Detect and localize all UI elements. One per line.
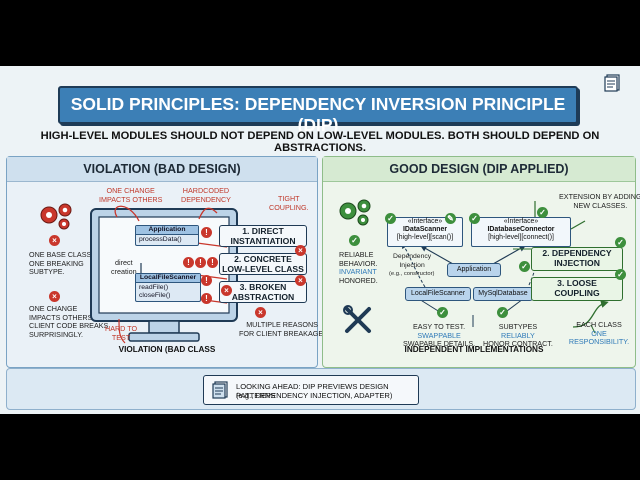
interface-idatabaseconnector: «Interface» IDatabaseConnector [high-lev…: [471, 217, 571, 247]
note-invariant: INVARIANT: [339, 267, 377, 276]
violation-title: VIOLATION (BAD DESIGN): [83, 162, 241, 176]
benefit-loose-coupling: 3. LOOSE COUPLING: [531, 277, 623, 301]
error-icon: ×: [295, 245, 306, 256]
check-icon: ✓: [469, 213, 480, 224]
wrench-icon: ✎: [445, 213, 456, 224]
note-subtypes: SUBTYPES RELIABLY HONOR CONTRACT.: [483, 322, 553, 349]
note-client-breaks: ONE CHANGE IMPACTS OTHERS. CLIENT CODE B…: [29, 304, 109, 339]
check-icon: ✓: [497, 307, 508, 318]
looking-ahead-strip: LOOKING AHEAD: DIP PREVIEWS DESIGN PATTE…: [6, 368, 636, 410]
note-hard-to-test: HARD TO TEST: [105, 324, 138, 342]
looking-ahead-line1: LOOKING AHEAD: DIP PREVIEWS DESIGN PATTE…: [236, 382, 389, 400]
scanner-class: LocalFileScanner readFile()closeFile(): [135, 273, 201, 302]
good-design-caption: INDEPENDENT IMPLEMENTATIONS: [404, 345, 544, 354]
problem-direct-instantiation: 1. DIRECT INSTANTIATION: [219, 225, 307, 247]
check-icon: ✓: [385, 213, 396, 224]
note-one-change: ONE CHANGE IMPACTS OTHERS: [99, 186, 163, 204]
violation-panel: VIOLATION (BAD DESIGN) × ONE BASE CLASS,…: [6, 156, 325, 368]
warning-icon: !: [183, 257, 194, 268]
warning-icon: !: [201, 275, 212, 286]
violation-header: VIOLATION (BAD DESIGN): [7, 157, 317, 182]
principle-statement: HIGH-LEVEL MODULES SHOULD NOT DEPEND ON …: [40, 130, 600, 154]
title-banner: SOLID PRINCIPLES: DEPENDENCY INVERSION P…: [58, 86, 578, 135]
application-class: Application processData(): [135, 225, 199, 246]
check-icon: ✓: [615, 269, 626, 280]
note-easy-to-test: EASY TO TEST. SWAPPABLE SWAPABLE DETAILS…: [403, 322, 476, 349]
localfilescanner-node: LocalFileScanner: [405, 287, 471, 301]
error-icon: ×: [221, 285, 232, 296]
check-icon: ✓: [615, 237, 626, 248]
mysqldatabase-node: MySqlDatabase: [473, 287, 533, 301]
error-icon: ×: [255, 307, 266, 318]
looking-ahead-line2: (e.g., DEPENDENCY INJECTION, ADAPTER): [236, 391, 393, 400]
problem-concrete-class: 2. CONCRETE LOW-LEVEL CLASS: [219, 253, 307, 275]
note-direct-creation: direct creation: [111, 258, 137, 276]
check-icon: ✓: [537, 207, 548, 218]
error-icon: ×: [49, 291, 60, 302]
check-icon: ✓: [349, 235, 360, 246]
problem-broken-abstraction: 3. BROKEN ABSTRACTION: [219, 281, 307, 303]
note-reliable: RELIABLE BEHAVIOR.: [339, 250, 378, 268]
note-each-class: EACH CLASS ONE RESPONSIBILITY.: [568, 320, 630, 347]
check-icon: ✓: [519, 261, 530, 272]
note-dependency-injection: Dependency Injection: [393, 253, 432, 269]
good-design-panel: GOOD DESIGN (DIP APPLIED) ✓ RELIABLE BEH…: [322, 156, 640, 368]
good-design-title: GOOD DESIGN (DIP APPLIED): [389, 162, 569, 176]
note-base-class: ONE BASE CLASS, ONE BREAKING SUBTYPE.: [29, 250, 94, 277]
note-honored: HONORED.: [339, 275, 378, 285]
page-title: SOLID PRINCIPLES: DEPENDENCY INVERSION P…: [70, 94, 566, 135]
warning-icon: !: [195, 257, 206, 268]
warning-icon: !: [201, 293, 212, 304]
error-icon: ×: [295, 275, 306, 286]
error-icon: ×: [49, 235, 60, 246]
note-hardcoded: HARDCODED DEPENDENCY: [181, 186, 231, 204]
infographic: SOLID PRINCIPLES: DEPENDENCY INVERSION P…: [0, 66, 640, 414]
tools-icon: [343, 305, 371, 333]
note-extension: EXTENSION BY ADDING NEW CLASSES.: [559, 192, 640, 210]
note-constructor: (e.g., constructor): [389, 271, 435, 277]
document-icon: [212, 381, 228, 399]
looking-ahead-box: LOOKING AHEAD: DIP PREVIEWS DESIGN PATTE…: [203, 375, 419, 405]
application-node: Application: [447, 263, 501, 277]
benefit-dependency-injection: 2. DEPENDENCY INJECTION: [531, 247, 623, 271]
note-multiple-reasons: MULTIPLE REASONS FOR CLIENT BREAKAGE.: [239, 320, 326, 338]
gears-icon: [40, 203, 72, 230]
note-tight-coupling: TIGHT COUPLING.: [269, 194, 309, 212]
warning-icon: !: [201, 227, 212, 238]
document-icon: [604, 74, 620, 92]
warning-icon: !: [207, 257, 218, 268]
check-icon: ✓: [437, 307, 448, 318]
gears-icon: [339, 199, 371, 226]
good-design-header: GOOD DESIGN (DIP APPLIED): [323, 157, 635, 182]
violation-caption: VIOLATION (BAD CLASS: [118, 345, 216, 354]
